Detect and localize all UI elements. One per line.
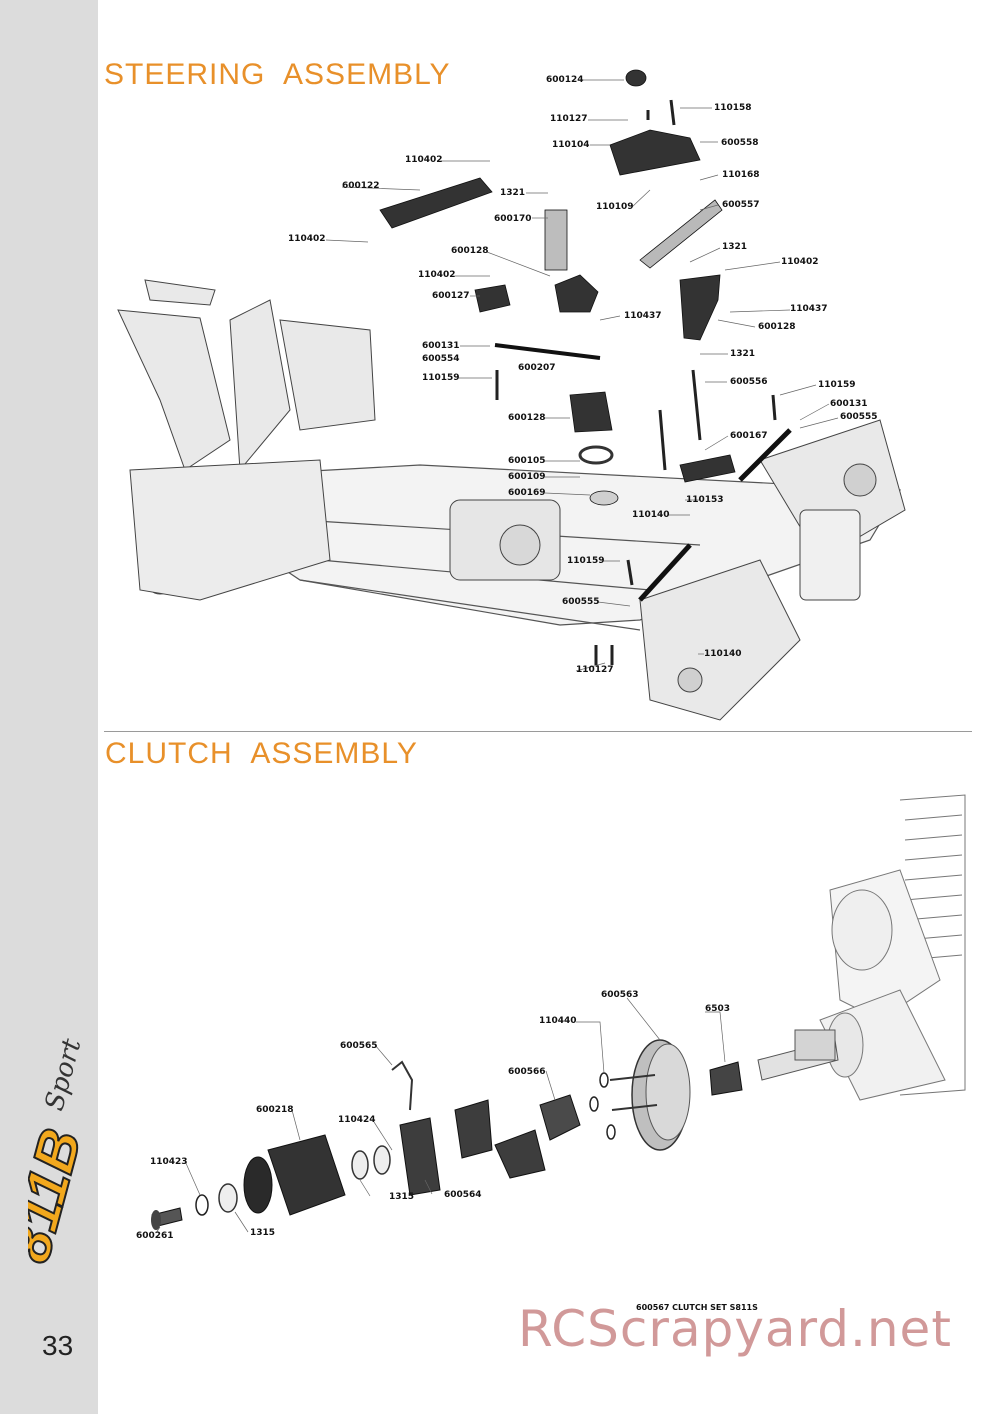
steering-part-label: 600557: [722, 200, 760, 210]
clutch-part-label: 600563: [601, 990, 639, 1000]
steering-part-label: 600128: [451, 246, 489, 256]
steering-part-label: 110127: [576, 665, 614, 675]
steering-part-label: 110402: [418, 270, 456, 280]
steering-part-label: 110140: [704, 649, 742, 659]
steering-part-label: 600105: [508, 456, 546, 466]
steering-part-label: 600127: [432, 291, 470, 301]
steering-part-label: 600128: [508, 413, 546, 423]
steering-part-label: 110158: [714, 103, 752, 113]
clutch-part-label: 600564: [444, 1190, 482, 1200]
steering-part-label: 110402: [405, 155, 443, 165]
steering-part-label: 600558: [721, 138, 759, 148]
clutch-part-label: 1315: [389, 1192, 415, 1202]
steering-part-label: 600555: [840, 412, 878, 422]
steering-part-label: 600122: [342, 181, 380, 191]
clutch-part-label: 110423: [150, 1157, 188, 1167]
steering-part-label: 600128: [758, 322, 796, 332]
clutch-part-label: 600566: [508, 1067, 546, 1077]
watermark-text: RCScrapyard.net: [518, 1300, 952, 1358]
steering-part-label: 600207: [518, 363, 556, 373]
clutch-part-label: 600261: [136, 1231, 174, 1241]
clutch-diagram: [151, 794, 966, 1234]
steering-part-label: 110437: [624, 311, 662, 321]
clutch-part-label: 600565: [340, 1041, 378, 1051]
svg-text:811B: 811B: [28, 1122, 88, 1269]
steering-title: STEERING ASSEMBLY: [104, 58, 451, 91]
clutch-part-label: 1315: [250, 1228, 276, 1238]
steering-part-label: 110109: [596, 202, 634, 212]
steering-part-label: 110127: [550, 114, 588, 124]
steering-part-label: 110140: [632, 510, 670, 520]
steering-part-label: 1321: [722, 242, 748, 252]
steering-part-label: 600167: [730, 431, 768, 441]
steering-part-label: 1321: [730, 349, 756, 359]
steering-part-label: 110159: [567, 556, 605, 566]
brand-logo: 811B Sport: [28, 1035, 88, 1270]
steering-part-label: 110159: [422, 373, 460, 383]
steering-part-label: 600109: [508, 472, 546, 482]
steering-part-label: 600170: [494, 214, 532, 224]
steering-part-label: 110159: [818, 380, 856, 390]
steering-part-label: 600555: [562, 597, 600, 607]
section-divider: [104, 731, 972, 732]
steering-part-label: 600131: [422, 341, 460, 351]
clutch-set-note: 600567 CLUTCH SET S811S: [636, 1303, 758, 1312]
page-number: 33: [42, 1330, 74, 1361]
steering-part-label: 110168: [722, 170, 760, 180]
steering-part-label: 600124: [546, 75, 584, 85]
steering-part-label: 600556: [730, 377, 768, 387]
clutch-part-label: 600218: [256, 1105, 294, 1115]
steering-part-label: 110437: [790, 304, 828, 314]
svg-text:Sport: Sport: [40, 1035, 88, 1114]
steering-part-label: 1321: [500, 188, 526, 198]
steering-part-label: 600169: [508, 488, 546, 498]
steering-part-label: 600131: [830, 399, 868, 409]
steering-part-label: 110104: [552, 140, 590, 150]
steering-part-label: 110402: [288, 234, 326, 244]
steering-part-label: 600554: [422, 354, 460, 364]
steering-part-label: 110153: [686, 495, 724, 505]
clutch-title: CLUTCH ASSEMBLY: [105, 737, 418, 770]
left-sidebar: [0, 0, 98, 1414]
steering-part-label: 110402: [781, 257, 819, 267]
steering-diagram: [117, 69, 906, 721]
clutch-part-label: 110424: [338, 1115, 376, 1125]
clutch-part-label: 110440: [539, 1016, 577, 1026]
clutch-part-label: 6503: [705, 1004, 731, 1014]
